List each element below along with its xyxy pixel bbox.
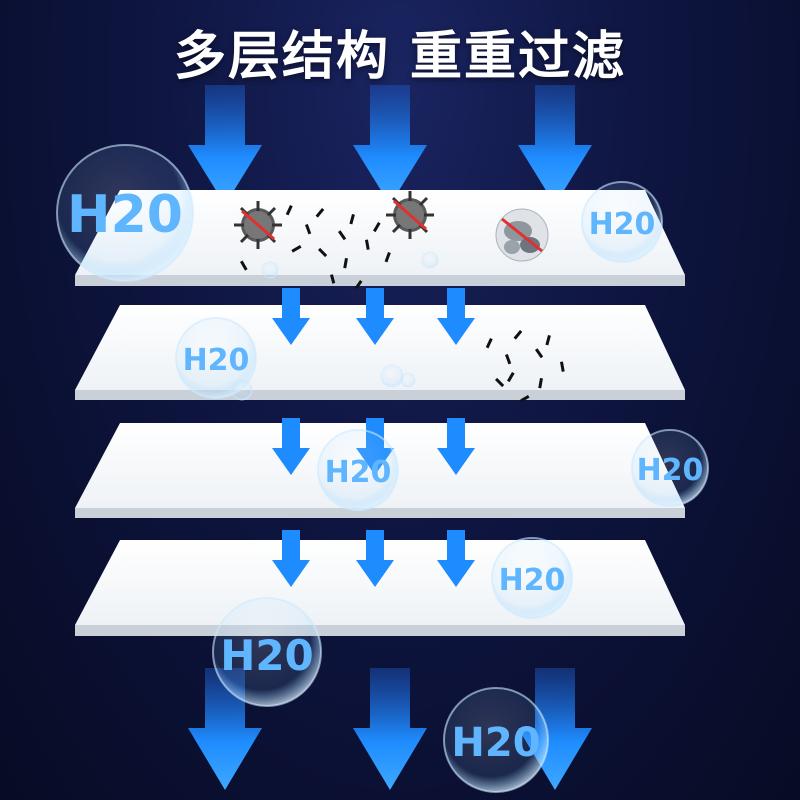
dust-particles-icon (485, 330, 565, 403)
arrow-down-icon (353, 668, 427, 790)
arrow-down-icon (437, 418, 475, 475)
dust-particles-icon (239, 205, 391, 290)
arrow-down-icon (437, 530, 475, 587)
top-arrows (188, 85, 592, 205)
arrow-down-icon (353, 85, 427, 205)
water-droplet-bubble-icon: H20 (443, 687, 549, 793)
arrow-down-icon (188, 85, 262, 205)
virus-particle-icon (234, 201, 282, 249)
water-droplet-bubble-icon: H20 (175, 317, 257, 399)
arrow-down-icon (272, 530, 310, 587)
bubble-label: H20 (637, 453, 704, 488)
bubble-label: H20 (67, 185, 183, 245)
bubble-label: H20 (499, 563, 566, 598)
headline-title: 多层结构 重重过滤 (173, 27, 627, 87)
water-droplet-bubble-icon: H20 (56, 144, 194, 282)
water-droplet-bubble-icon: H20 (212, 597, 322, 707)
bubble-label: H20 (325, 455, 392, 490)
water-droplet-bubble-icon: H20 (491, 537, 573, 619)
arrow-down-icon (356, 288, 394, 345)
water-droplet-bubble-icon: H20 (317, 429, 399, 511)
prohibited-sign-icon (393, 199, 427, 231)
arrow-down-icon (518, 85, 592, 205)
arrow-down-icon (518, 668, 592, 790)
virus-particle-icon (386, 191, 434, 239)
prohibited-sign-icon (241, 209, 275, 241)
arrow-down-icon (272, 288, 310, 345)
water-bubbles: H20 H20 H20 H20 H20 H20 (56, 144, 709, 793)
mite-particle-icon (495, 208, 549, 262)
water-droplet-bubble-icon: H20 (631, 429, 709, 507)
arrow-down-icon (437, 288, 475, 345)
bubble-label: H20 (183, 343, 250, 378)
bubble-label: H20 (589, 207, 656, 242)
bubble-label: H20 (451, 720, 540, 766)
prohibited-sign-icon (501, 217, 543, 253)
arrow-down-icon (272, 418, 310, 475)
bubble-label: H20 (220, 631, 314, 680)
contaminants (234, 191, 565, 403)
arrow-down-icon (356, 530, 394, 587)
water-droplet-bubble-icon: H20 (581, 181, 663, 263)
